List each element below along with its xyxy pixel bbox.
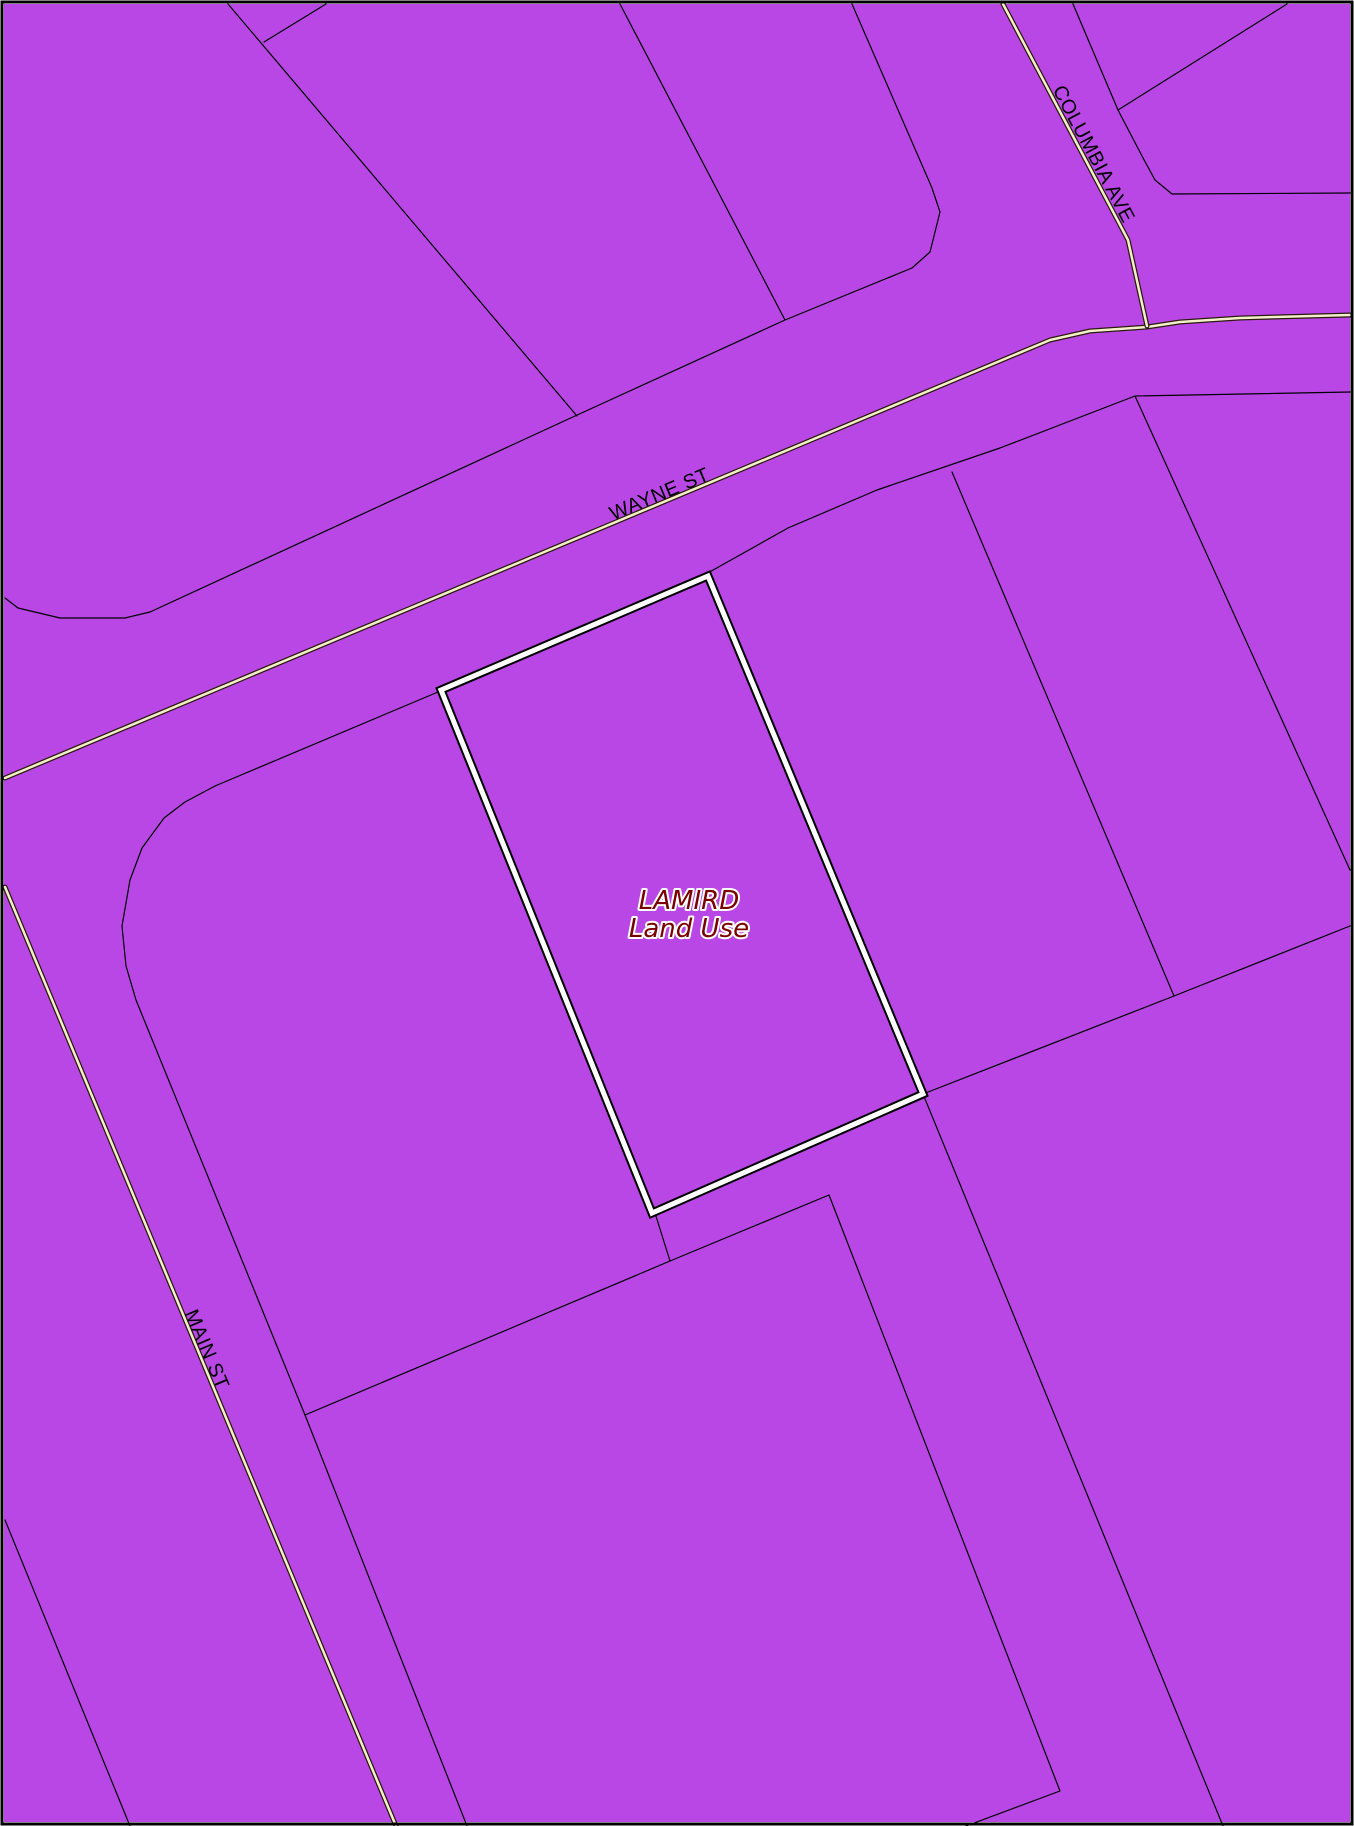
parcel-line-nw-diagonal — [227, 3, 578, 417]
main-street-line — [3, 885, 398, 1826]
parcel-line-sw-main-east — [304, 1414, 468, 1826]
parcel-line-ne-top — [1117, 3, 1288, 111]
parcel-line-wayne-south — [705, 391, 1351, 575]
parcel-line-n-interior — [619, 3, 786, 321]
land-use-fill — [4, 4, 1350, 1822]
columbia-avenue-line — [1001, 2, 1149, 328]
parcel-boundaries — [4, 3, 1351, 1826]
parcel-line-east-row — [922, 925, 1351, 1095]
parcel-line-sw-corner — [4, 1519, 131, 1826]
parcel-line-south-block — [669, 1194, 1061, 1826]
parcel-line-center-stub — [654, 1212, 671, 1262]
land-use-label-line2: Land Use — [629, 914, 749, 944]
parcel-line-nw-top — [263, 3, 327, 43]
highlight-parcel-inner-line — [437, 572, 927, 1217]
parcel-line-ne-columbia-east — [1072, 3, 1351, 195]
parcel-line-east-1 — [951, 471, 1175, 997]
land-use-label-line1: LAMIRD — [639, 886, 739, 916]
parcel-line-south-diagonal — [922, 1093, 1224, 1826]
parcel-line-east-2 — [1134, 395, 1351, 871]
parcel-line-west-block — [121, 691, 671, 1416]
parcel-line-nw-block — [4, 3, 941, 619]
lamird-parcel-highlight[interactable] — [435, 570, 929, 1219]
